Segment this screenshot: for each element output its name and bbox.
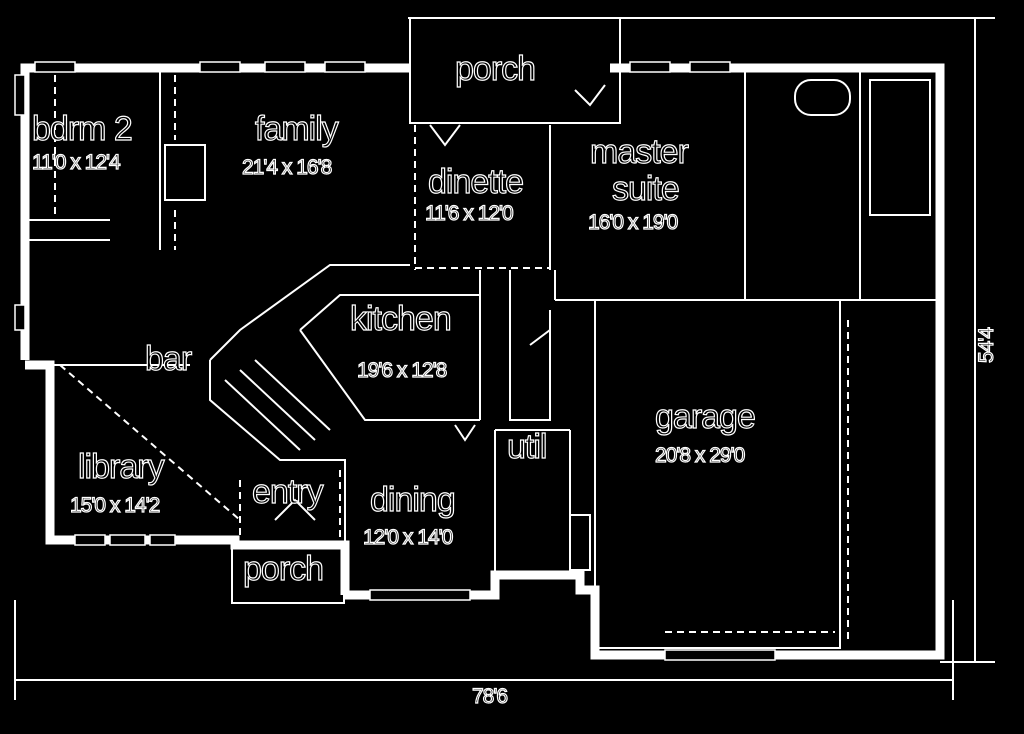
family-label: family [254,110,339,148]
library-size: 15'0 x 14'2 [69,494,160,517]
bar-label: bar [144,340,192,378]
master-label-line1: master [589,133,689,171]
dining-label: dining [369,481,456,519]
kitchen-size: 19'6 x 12'8 [356,359,447,382]
master-label-line2: suite [611,170,680,208]
bdrm2-size: 11'0 x 12'4 [31,151,121,174]
windows [14,61,776,661]
family-size: 21'4 x 16'8 [241,156,332,179]
garage-label: garage [654,398,756,436]
depth-dimension-label: 54'4 [974,323,999,368]
util-label: util [506,428,548,466]
library-label: library [77,448,165,486]
garage-size: 20'8 x 29'0 [654,444,745,467]
rear-porch-label: porch [454,50,536,88]
dining-size: 12'0 x 14'0 [362,526,453,549]
interior-walls [25,68,940,575]
depth-dimension-line [408,17,995,663]
front-porch-label: porch [242,550,324,588]
master-size: 16'0 x 19'0 [587,211,678,234]
width-dimension-label: 78'6 [468,685,512,708]
entry-label: entry [251,473,324,511]
dinette-label: dinette [427,163,524,201]
bdrm2-label: bdrm 2 [31,110,133,148]
kitchen-label: kitchen [349,300,452,338]
width-dimension-line [14,600,954,700]
dinette-size: 11'6 x 12'0 [424,202,514,225]
door-swings [274,84,606,521]
dashed-lines [54,75,849,640]
